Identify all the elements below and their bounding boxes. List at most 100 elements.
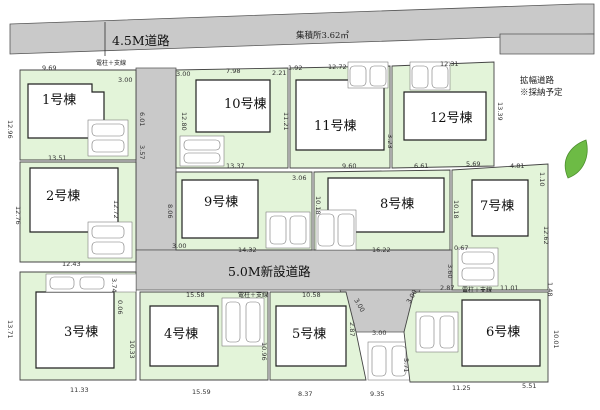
svg-text:6.01: 6.01 (138, 112, 146, 126)
svg-text:7.98: 7.98 (226, 67, 240, 75)
lot-3-label: 3号棟 (64, 325, 98, 340)
svg-text:5.71: 5.71 (402, 358, 410, 372)
svg-text:13.37: 13.37 (226, 162, 245, 170)
svg-text:3.60: 3.60 (446, 264, 454, 278)
lot-9-label: 9号棟 (204, 195, 238, 210)
svg-text:6.61: 6.61 (414, 162, 428, 170)
svg-text:11.25: 11.25 (452, 384, 471, 392)
svg-text:12.72: 12.72 (328, 63, 347, 71)
svg-text:3.23: 3.23 (386, 134, 394, 148)
svg-text:0.67: 0.67 (454, 244, 468, 252)
svg-text:3.57: 3.57 (138, 145, 146, 159)
svg-text:12.80: 12.80 (180, 112, 188, 131)
building-1 (27, 83, 105, 139)
svg-text:12.62: 12.62 (542, 226, 550, 245)
svg-text:3.06: 3.06 (292, 174, 306, 182)
parking-4 (221, 297, 265, 347)
building-11 (295, 79, 385, 151)
svg-text:12.96: 12.96 (6, 120, 14, 139)
svg-text:16.22: 16.22 (372, 246, 391, 254)
leaf-icon (564, 139, 588, 179)
svg-text:1.48: 1.48 (546, 282, 554, 296)
svg-text:3.74: 3.74 (110, 278, 118, 292)
lot-10-label: 10号棟 (224, 97, 267, 112)
svg-text:10.01: 10.01 (552, 330, 560, 349)
building-9 (181, 179, 259, 239)
svg-text:12.72: 12.72 (112, 200, 120, 219)
widening-road (499, 33, 595, 55)
parking-1 (87, 119, 129, 157)
lot-4-label: 4号棟 (164, 327, 198, 342)
svg-text:15.58: 15.58 (186, 291, 205, 299)
svg-text:9.60: 9.60 (342, 162, 356, 170)
lot-2-label: 2号棟 (46, 189, 80, 204)
parking-11 (347, 61, 389, 89)
svg-text:13.51: 13.51 (48, 154, 67, 162)
svg-text:10.58: 10.58 (302, 291, 321, 299)
lot-5-label: 5号棟 (292, 327, 326, 342)
svg-text:4.81: 4.81 (510, 162, 524, 170)
pole-note-3: 電柱＋支線 (462, 286, 492, 294)
svg-text:10.18: 10.18 (452, 200, 460, 219)
building-6 (461, 299, 541, 367)
building-7 (471, 179, 529, 237)
svg-text:8.06: 8.06 (166, 204, 174, 218)
svg-text:10.33: 10.33 (128, 340, 136, 359)
svg-text:3.00: 3.00 (118, 76, 132, 84)
lot-6-label: 6号棟 (486, 325, 520, 340)
svg-text:11.33: 11.33 (70, 386, 89, 394)
svg-text:11.21: 11.21 (282, 112, 290, 131)
collection-point-label: 集積所3.62㎡ (296, 30, 349, 41)
lot-1-label: 1号棟 (42, 93, 76, 108)
lot-8-label: 8号棟 (380, 197, 414, 212)
svg-text:5.69: 5.69 (466, 160, 480, 168)
svg-text:2.87: 2.87 (348, 322, 356, 336)
parking-10 (179, 135, 225, 167)
pole-note-2: 電柱＋支線 (238, 291, 268, 299)
svg-text:12.76: 12.76 (14, 206, 22, 225)
svg-text:1.92: 1.92 (288, 64, 302, 72)
building-10 (195, 79, 271, 133)
lot-7-label: 7号棟 (480, 199, 514, 214)
building-12 (403, 91, 487, 141)
building-5 (275, 305, 347, 367)
svg-text:10.18: 10.18 (314, 196, 322, 215)
svg-text:8.37: 8.37 (298, 390, 312, 398)
north-road-label: 4.5M道路 (112, 33, 170, 48)
svg-text:3.00: 3.00 (176, 70, 190, 78)
parking-3 (45, 273, 137, 293)
parking-7 (457, 247, 499, 287)
svg-text:2.21: 2.21 (272, 69, 286, 77)
svg-text:5.51: 5.51 (522, 382, 536, 390)
widening-road-label: 拡幅道路 (520, 75, 555, 86)
svg-text:9.35: 9.35 (370, 390, 384, 398)
lot-11-label: 11号棟 (314, 119, 357, 134)
svg-text:3.00: 3.00 (372, 329, 386, 337)
svg-text:13.71: 13.71 (6, 320, 14, 339)
svg-text:11.01: 11.01 (500, 284, 519, 292)
parking-5 (367, 341, 411, 381)
parking-12 (409, 61, 451, 91)
svg-text:12.43: 12.43 (62, 260, 81, 268)
svg-text:9.69: 9.69 (42, 64, 56, 72)
pole-note-1: 電柱＋支線 (96, 59, 126, 67)
svg-text:1.10: 1.10 (538, 172, 546, 186)
parking-2 (87, 221, 133, 259)
svg-text:0.06: 0.06 (116, 300, 124, 314)
building-4 (149, 305, 219, 367)
parking-8 (315, 209, 357, 251)
lot-12-label: 12号棟 (430, 111, 473, 126)
svg-text:3.00: 3.00 (172, 242, 186, 250)
new-road-label: 5.0M新設道路 (228, 264, 311, 279)
parking-6 (415, 311, 459, 353)
svg-text:10.96: 10.96 (260, 342, 268, 361)
north-road (9, 3, 595, 55)
svg-text:12.31: 12.31 (440, 60, 459, 68)
svg-text:14.32: 14.32 (238, 246, 257, 254)
svg-text:15.59: 15.59 (192, 388, 211, 396)
svg-text:13.39: 13.39 (496, 102, 504, 121)
parking-9 (265, 211, 311, 249)
svg-text:2.87: 2.87 (440, 284, 454, 292)
widening-road-note: ※採納予定 (520, 87, 563, 98)
